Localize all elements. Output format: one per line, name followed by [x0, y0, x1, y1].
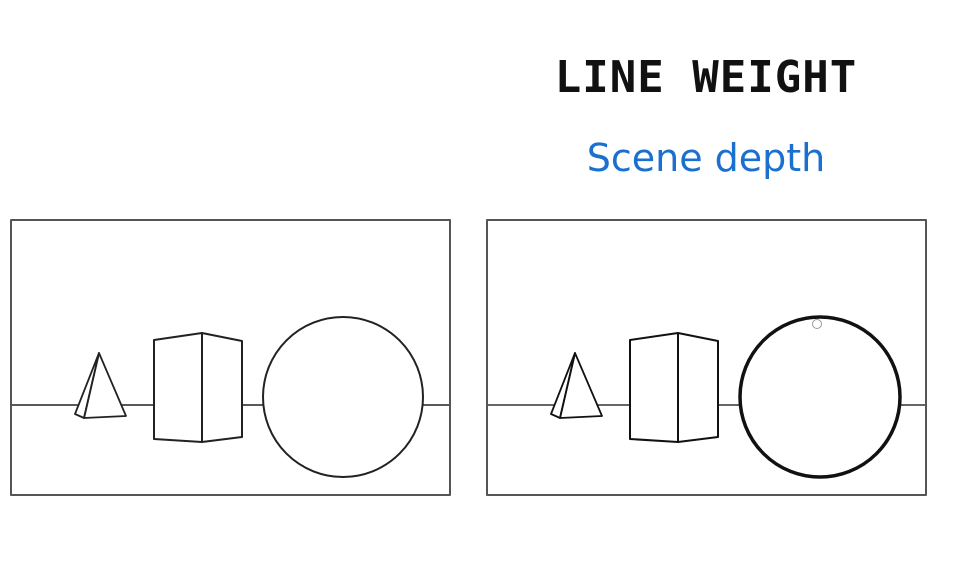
- box: [629, 332, 719, 443]
- brush-cursor-icon: [812, 319, 822, 329]
- sphere: [262, 316, 424, 478]
- subtitle: Scene depth: [586, 136, 826, 180]
- panel-frame: [486, 219, 927, 496]
- sphere: [738, 315, 902, 479]
- pyramid: [74, 352, 127, 419]
- panel-right: [486, 219, 927, 496]
- panel-left: [10, 219, 451, 496]
- box: [153, 332, 243, 443]
- panel-frame: [10, 219, 451, 496]
- page-title: LINE WEIGHT: [554, 52, 858, 103]
- pyramid: [550, 352, 603, 419]
